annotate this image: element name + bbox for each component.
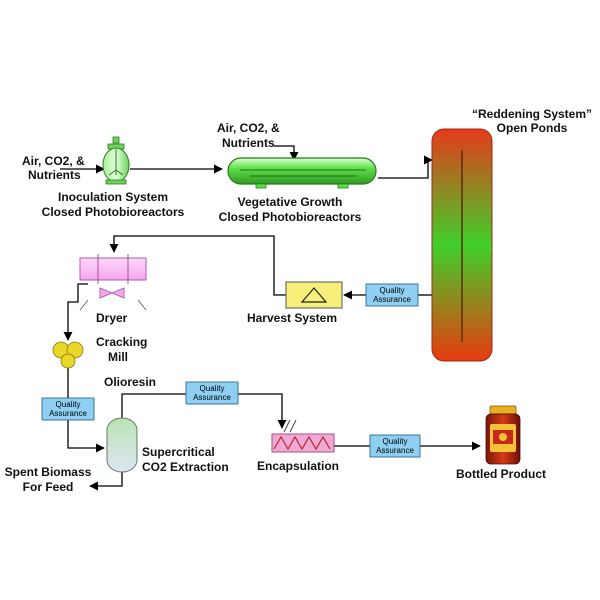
olioresin-label: Olioresin: [104, 375, 156, 389]
extraction-label-line-2: CO2 Extraction: [142, 460, 229, 474]
dryer-icon: [79, 254, 147, 311]
dryer-label: Dryer: [96, 311, 128, 325]
spent-label-line-2: For Feed: [23, 480, 74, 494]
qa-to-extractor-line: [67, 420, 105, 453]
input-1-label-line-1: Air, CO2, &: [22, 154, 85, 168]
spent-label-line-1: Spent Biomass: [5, 465, 92, 479]
qa-box-ponds-label-2: Assurance: [373, 295, 411, 304]
vegetative-label-line-2: Closed Photobioreactors: [219, 210, 362, 224]
qa-box-olioresin-label-2: Assurance: [193, 393, 231, 402]
encapsulation-icon: [271, 419, 335, 453]
qa-box-ponds-label-1: Quality: [380, 286, 405, 295]
qa-box-mill-label-1: Quality: [56, 400, 81, 409]
reddening-label-line-1: “Reddening System”: [472, 107, 592, 121]
input-2-label-line-1: Air, CO2, &: [217, 121, 280, 135]
input-2-label-line-2: Nutrients: [222, 136, 275, 150]
qa-box-olioresin: Quality Assurance: [185, 381, 239, 405]
qa-box-mill: Quality Assurance: [41, 397, 95, 421]
inoculation-label-line-2: Closed Photobioreactors: [42, 205, 185, 219]
input-1-label-line-2: Nutrients: [28, 168, 81, 182]
qa-box-encapsulation-label-1: Quality: [383, 437, 408, 446]
qa-box-olioresin-label-1: Quality: [200, 384, 225, 393]
inoculation-reactor-icon: [102, 136, 130, 185]
cracking-mill-icon: [52, 341, 84, 369]
extraction-label-line-1: Supercritical: [142, 445, 215, 459]
cracking-label-line-2: Mill: [108, 350, 128, 364]
vegetative-to-ponds-line: [378, 155, 433, 179]
cracking-label-line-1: Cracking: [96, 335, 147, 349]
vegetative-reactor-icon: [227, 157, 377, 189]
dryer-to-mill-line: [63, 283, 88, 341]
harvest-label: Harvest System: [247, 311, 337, 325]
bottled-label: Bottled Product: [456, 467, 546, 481]
qa-box-encapsulation-label-2: Assurance: [376, 446, 414, 455]
spent-biomass-arrow: [89, 472, 123, 491]
vegetative-label-line-1: Vegetative Growth: [238, 195, 343, 209]
qa-box-mill-label-2: Assurance: [49, 409, 87, 418]
inoculation-label-line-1: Inoculation System: [58, 190, 168, 204]
input-2-arrow: [274, 145, 299, 161]
encapsulation-label: Encapsulation: [257, 459, 339, 473]
reddening-label-line-2: Open Ponds: [497, 121, 568, 135]
harvest-system-icon: [285, 281, 343, 309]
harvest-to-dryer-line: [109, 235, 286, 296]
extractor-to-qa-line: [121, 393, 186, 418]
qa-box-encapsulation: Quality Assurance: [369, 434, 421, 458]
extractor-vessel-icon: [106, 417, 138, 473]
bottle-icon: [485, 405, 521, 465]
qa-box-ponds: Quality Assurance: [365, 283, 419, 307]
qa-to-encapsulation-line: [238, 393, 287, 429]
open-ponds-icon: [431, 128, 493, 362]
